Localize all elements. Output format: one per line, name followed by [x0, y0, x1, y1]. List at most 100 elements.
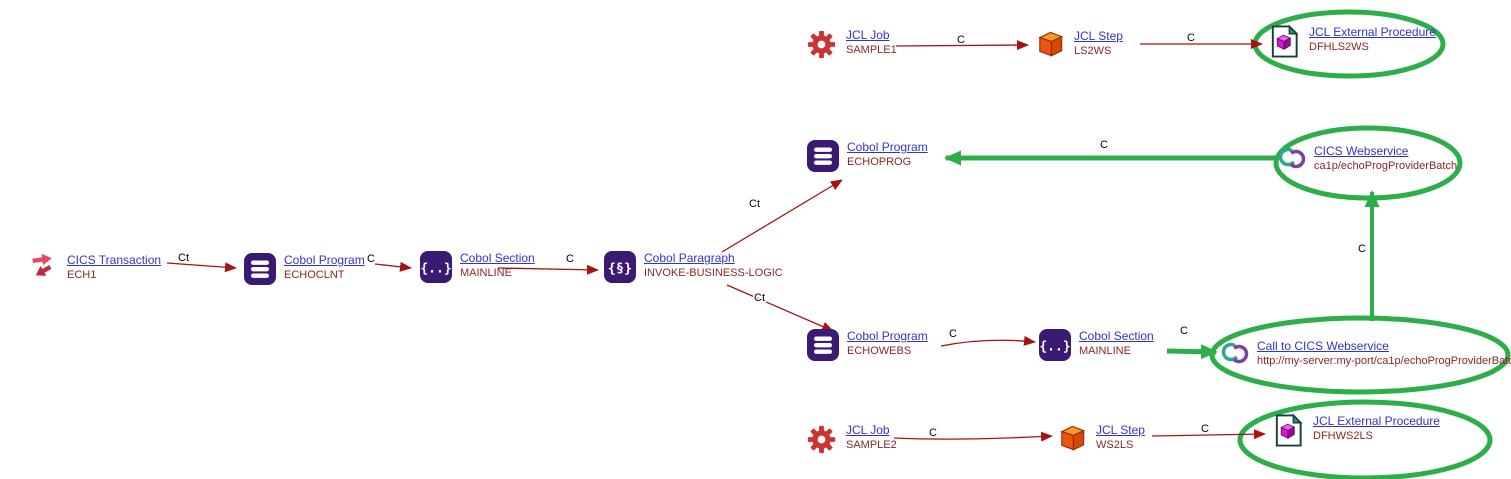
node-name-label: SAMPLE2 — [846, 439, 897, 451]
cobol-program-icon — [243, 252, 277, 286]
node-name-label: LS2WS — [1074, 45, 1112, 57]
node-name-label: DFHLS2WS — [1309, 41, 1369, 53]
node-type-link[interactable]: Cobol Paragraph — [644, 251, 735, 265]
node-text: Cobol Paragraph INVOKE-BUSINESS-LOGIC — [644, 250, 783, 281]
node-text: Cobol Program ECHOCLNT — [284, 252, 365, 283]
node-text: JCL Job SAMPLE2 — [846, 422, 897, 453]
node-cics-transaction-ech1[interactable]: CICS Transaction ECH1 — [30, 252, 161, 283]
node-name-label: MAINLINE — [1079, 345, 1131, 357]
node-jcl-external-procedure-dfhls2ws[interactable]: JCL External Procedure DFHLS2WS — [1267, 24, 1436, 59]
node-text: JCL External Procedure DFHLS2WS — [1309, 24, 1436, 55]
edge-paragraph-to-echoprog — [721, 179, 843, 253]
node-type-link[interactable]: CICS Webservice — [1314, 144, 1409, 158]
jcl-step-icon — [1056, 422, 1089, 455]
edge-label-ech1-to-echoclnt: Ct — [178, 252, 189, 264]
edge-mainline-to-paragraph — [497, 264, 599, 275]
edge-label-echoclnt-to-mainline: C — [367, 253, 375, 265]
node-text: Cobol Program ECHOPROG — [847, 139, 928, 170]
edge-label-paragraph-to-echoprog: Ct — [749, 198, 760, 210]
node-cobol-section-mainline-a[interactable]: {..} Cobol Section MAINLINE — [419, 250, 535, 284]
webservice-icon — [1220, 338, 1250, 368]
node-type-link[interactable]: Cobol Program — [847, 140, 928, 154]
node-text: JCL Step WS2LS — [1096, 422, 1145, 453]
node-text: JCL External Procedure DFHWS2LS — [1313, 413, 1440, 444]
node-cobol-paragraph-invoke-business-logic[interactable]: {§} Cobol Paragraph INVOKE-BUSINESS-LOGI… — [603, 250, 783, 284]
node-type-link[interactable]: JCL Step — [1096, 423, 1145, 437]
cobol-paragraph-icon: {§} — [603, 250, 637, 284]
node-jcl-external-procedure-dfhws2ls[interactable]: JCL External Procedure DFHWS2LS — [1271, 413, 1440, 448]
node-jcl-step-ws2ls[interactable]: JCL Step WS2LS — [1056, 422, 1145, 455]
edge-paragraph-to-echowebs — [726, 284, 834, 332]
edge-label-mainline-to-paragraph: C — [566, 253, 574, 265]
jcl-step-icon — [1034, 28, 1067, 61]
node-type-link[interactable]: Cobol Section — [1079, 329, 1154, 343]
edge-mainline-to-call-webservice — [1166, 344, 1218, 360]
node-jcl-job-sample1[interactable]: JCL Job SAMPLE1 — [804, 27, 897, 62]
node-type-link[interactable]: Cobol Program — [847, 329, 928, 343]
jcl-job-icon — [804, 27, 839, 62]
node-type-link[interactable]: Cobol Program — [284, 253, 365, 267]
node-type-link[interactable]: Cobol Section — [460, 251, 535, 265]
edge-label-paragraph-to-echowebs: Ct — [754, 292, 765, 304]
node-name-label: http://my-server:my-port/ca1p/echoProgPr… — [1257, 355, 1511, 367]
node-call-to-cics-webservice[interactable]: Call to CICS Webservice http://my-server… — [1220, 338, 1511, 369]
cobol-program-icon — [806, 328, 840, 362]
node-name-label: ca1p/echoProgProviderBatch — [1314, 160, 1458, 172]
node-type-link[interactable]: JCL Job — [846, 423, 890, 437]
node-name-label: ECHOPROG — [847, 156, 912, 168]
jcl-job-icon — [804, 422, 839, 457]
node-text: Cobol Program ECHOWEBS — [847, 328, 928, 359]
svg-text:{..}: {..} — [420, 262, 451, 277]
edge-lines — [166, 39, 1380, 442]
node-jcl-job-sample2[interactable]: JCL Job SAMPLE2 — [804, 422, 897, 457]
highlight-dfhws2ls — [1237, 399, 1493, 479]
node-cobol-program-echoclnt[interactable]: Cobol Program ECHOCLNT — [243, 252, 365, 286]
node-cobol-program-echowebs[interactable]: Cobol Program ECHOWEBS — [806, 328, 928, 362]
jcl-external-procedure-icon — [1271, 413, 1306, 448]
cobol-section-icon: {..} — [419, 250, 453, 284]
node-text: Cobol Section MAINLINE — [460, 250, 535, 281]
node-name-label: WS2LS — [1096, 439, 1134, 451]
cobol-section-icon: {..} — [1038, 328, 1072, 362]
node-name-label: ECHOWEBS — [847, 345, 912, 357]
cics-transaction-icon — [30, 252, 60, 282]
edge-sample1-to-ls2ws — [895, 40, 1029, 51]
svg-text:{..}: {..} — [1039, 340, 1070, 355]
node-type-link[interactable]: JCL Step — [1074, 29, 1123, 43]
node-type-link[interactable]: Call to CICS Webservice — [1257, 339, 1389, 353]
node-type-link[interactable]: JCL External Procedure — [1313, 414, 1440, 428]
edge-label-ws2ls-to-dfhws2ls: C — [1201, 423, 1209, 435]
node-text: Call to CICS Webservice http://my-server… — [1257, 338, 1511, 369]
edge-label-mainline-to-call-webservice: C — [1180, 325, 1188, 337]
jcl-external-procedure-icon — [1267, 24, 1302, 59]
node-jcl-step-ls2ws[interactable]: JCL Step LS2WS — [1034, 28, 1123, 61]
edge-echowebs-to-mainline — [940, 335, 1036, 347]
edge-label-sample1-to-ls2ws: C — [957, 34, 965, 46]
node-text: CICS Transaction ECH1 — [67, 252, 161, 283]
edge-label-call-webservice-to-webservice: C — [1358, 243, 1366, 255]
edge-ws2ls-to-dfhws2ls — [1151, 429, 1266, 440]
cobol-program-icon — [806, 139, 840, 173]
edge-label-webservice-to-echoprog: C — [1100, 139, 1108, 151]
svg-text:{§}: {§} — [608, 261, 632, 277]
node-name-label: INVOKE-BUSINESS-LOGIC — [644, 267, 783, 279]
node-type-link[interactable]: JCL External Procedure — [1309, 25, 1436, 39]
node-cobol-program-echoprog[interactable]: Cobol Program ECHOPROG — [806, 139, 928, 173]
edge-label-echowebs-to-mainline: C — [949, 328, 957, 340]
node-name-label: ECHOCLNT — [284, 269, 345, 281]
node-text: Cobol Section MAINLINE — [1079, 328, 1154, 359]
node-name-label: MAINLINE — [460, 267, 512, 279]
node-type-link[interactable]: JCL Job — [846, 28, 890, 42]
edge-echoclnt-to-mainline — [374, 261, 412, 272]
webservice-icon — [1277, 143, 1307, 173]
edge-ech1-to-echoclnt — [166, 262, 237, 273]
node-text: JCL Step LS2WS — [1074, 28, 1123, 59]
node-type-link[interactable]: CICS Transaction — [67, 253, 162, 267]
node-text: CICS Webservice ca1p/echoProgProviderBat… — [1314, 143, 1457, 174]
node-name-label: DFHWS2LS — [1313, 430, 1373, 442]
node-cobol-section-mainline-b[interactable]: {..} Cobol Section MAINLINE — [1038, 328, 1154, 362]
node-cics-webservice[interactable]: CICS Webservice ca1p/echoProgProviderBat… — [1277, 143, 1457, 174]
